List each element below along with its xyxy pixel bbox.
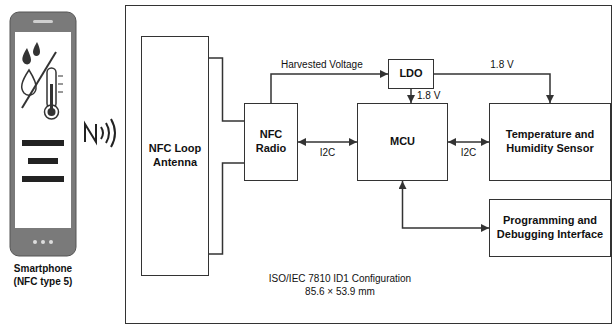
connector xyxy=(209,163,244,254)
device-label: Smartphone (NFC type 5) xyxy=(2,262,84,288)
nfc-symbol xyxy=(85,119,115,147)
block-box: NFC Loop Antenna xyxy=(141,36,209,276)
connector xyxy=(298,141,357,143)
block-label: MCU xyxy=(387,135,418,149)
connector xyxy=(448,141,489,143)
connector xyxy=(271,74,388,103)
board-caption: ISO/IEC 7810 ID1 Configuration 85.6 × 53… xyxy=(258,272,422,298)
signal-label: I2C xyxy=(318,147,338,159)
board-outline: NFC Loop Antenna NFC Radio LDO MCU Temperatu… xyxy=(125,5,612,324)
connector xyxy=(434,74,550,103)
block-box: Programming and Debugging Interface xyxy=(489,199,611,257)
signal-label: Harvested Voltage xyxy=(279,59,365,71)
block-label: NFC Loop Antenna xyxy=(142,142,208,170)
block-label: LDO xyxy=(396,67,425,81)
block-box: MCU xyxy=(357,103,448,181)
signal-label: I2C xyxy=(459,147,479,159)
signal-label: 1.8 V xyxy=(488,59,515,71)
block-label: Programming and Debugging Interface xyxy=(490,214,610,242)
block-box: Temperature and Humidity Sensor xyxy=(489,103,611,181)
block-label: NFC Radio xyxy=(245,128,297,156)
block-label: Temperature and Humidity Sensor xyxy=(490,128,610,156)
block-box: LDO xyxy=(388,59,434,89)
connector xyxy=(403,181,490,228)
connector xyxy=(410,89,412,103)
connector xyxy=(209,58,244,121)
signal-label: 1.8 V xyxy=(415,90,442,102)
block-box: NFC Radio xyxy=(244,103,298,181)
